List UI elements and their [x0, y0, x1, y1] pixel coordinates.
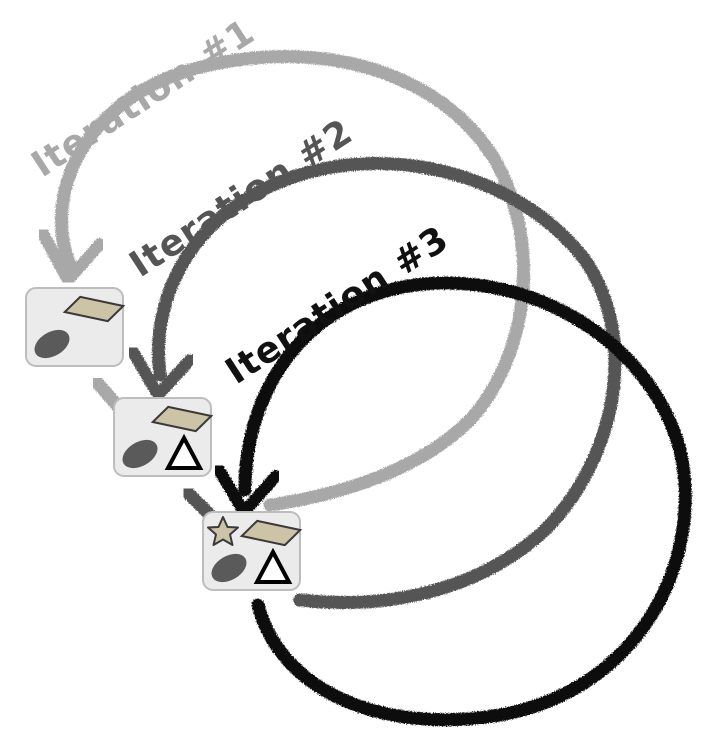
- loop-2: Iteration #2: [123, 111, 622, 609]
- star-icon: [207, 516, 239, 546]
- iteration-1-tile: [25, 287, 126, 367]
- loop-1: Iteration #1: [25, 11, 531, 512]
- loop-1-arc: [55, 50, 531, 512]
- parallelogram-icon: [150, 405, 214, 433]
- ellipse-icon: [34, 329, 70, 359]
- loop-3: Iteration #3: [212, 218, 692, 727]
- ellipse-icon: [122, 439, 158, 469]
- iteration-2-tile: [113, 397, 214, 477]
- loop-2-arc: [152, 157, 622, 609]
- iteration-3-tile: [202, 511, 303, 591]
- iteration-1-label: Iteration #1: [25, 11, 263, 185]
- loop-1-arrowhead: [36, 226, 106, 286]
- parallelogram-icon: [62, 295, 126, 323]
- iteration-2-label: Iteration #2: [123, 111, 361, 285]
- triangle-icon: [164, 433, 204, 470]
- parallelogram-icon: [239, 519, 303, 547]
- iteration-3-label: Iteration #3: [219, 218, 457, 392]
- triangle-icon: [253, 547, 293, 584]
- loop-2-arrowhead: [126, 344, 196, 401]
- ellipse-icon: [211, 553, 247, 583]
- loop-3-arc: [238, 276, 692, 727]
